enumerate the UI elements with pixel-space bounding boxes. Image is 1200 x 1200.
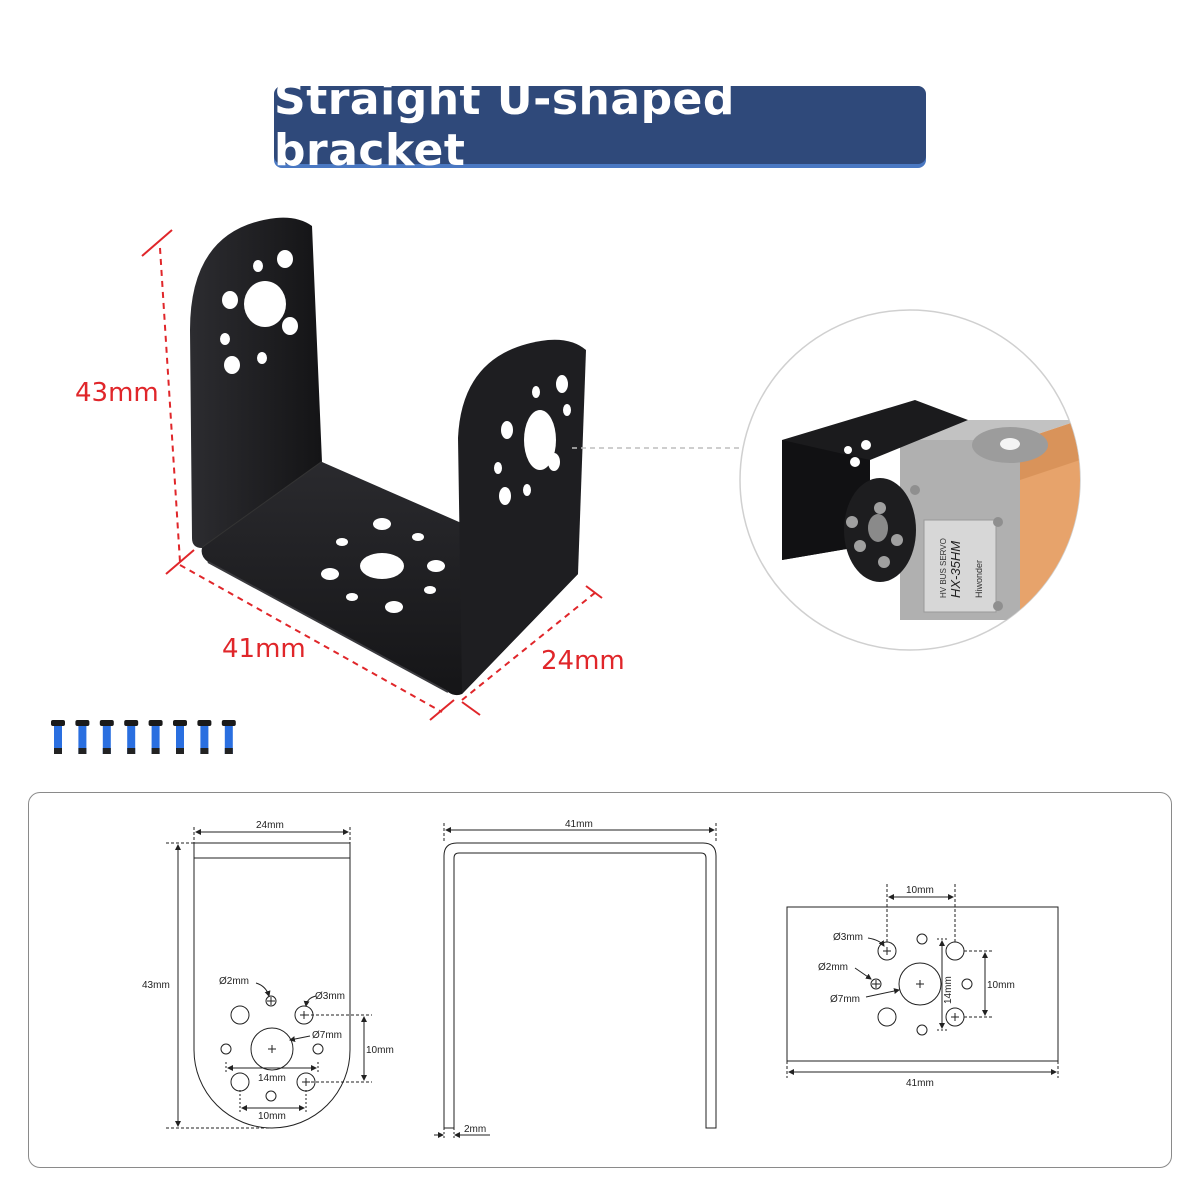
servo-label-brand: Hiwonder (974, 560, 984, 598)
screws-row (51, 720, 236, 754)
bracket-right-wall (458, 339, 586, 694)
technical-drawing-panel (28, 792, 1172, 1168)
dimension-lines (141, 229, 603, 721)
dimension-width-label: 24mm (541, 646, 625, 676)
servo-detail-circle: HV BUS SERVO HX-35HM Hiwonder (739, 309, 1081, 651)
bracket-illustration: HV BUS SERVO HX-35HM Hiwonder (51, 217, 1081, 754)
screw-icon (173, 720, 187, 754)
dimension-length-label: 41mm (222, 634, 306, 664)
screw-icon (99, 720, 114, 754)
screw-icon (75, 720, 90, 754)
servo-label-line1: HV BUS SERVO (939, 538, 948, 598)
screw-icon (197, 720, 212, 754)
screw-icon (148, 720, 163, 754)
screw-icon (51, 720, 65, 754)
title-banner: Straight U-shaped bracket (274, 74, 926, 176)
servo-label-line2: HX-35HM (948, 541, 963, 598)
screw-icon (221, 720, 236, 754)
bracket-holes (220, 250, 571, 613)
dimension-height-label: 43mm (75, 378, 159, 408)
page-title: Straight U-shaped bracket (274, 74, 735, 176)
screw-icon (124, 720, 139, 754)
